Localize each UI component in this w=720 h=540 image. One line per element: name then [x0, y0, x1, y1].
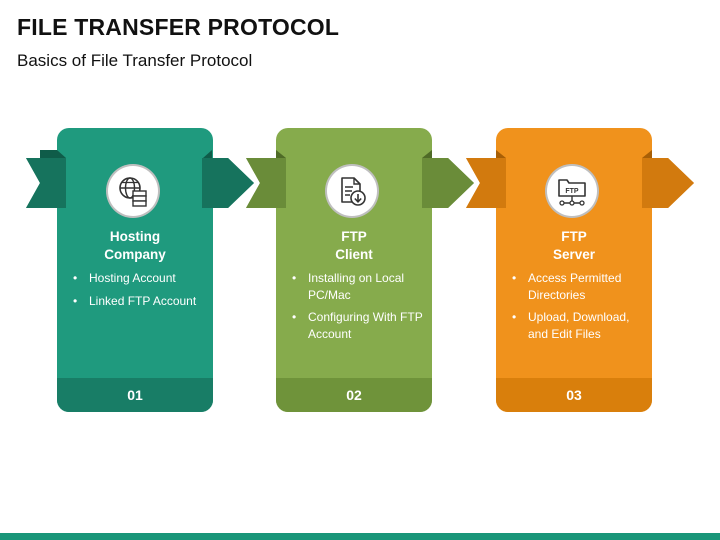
step-number: 03: [496, 378, 652, 412]
step-title-line2: Client: [335, 247, 373, 262]
step-title-line2: Server: [552, 247, 596, 262]
bullet-item: Hosting Account: [73, 270, 213, 287]
step-bullet-list: Installing on Local PC/Mac Configuring W…: [276, 270, 432, 348]
step-title-line1: FTP: [561, 229, 587, 244]
step-title: FTP Client: [276, 228, 432, 264]
bullet-item: Upload, Download, and Edit Files: [512, 309, 652, 342]
bottom-accent-bar: [0, 533, 720, 540]
bullet-item: Linked FTP Account: [73, 293, 213, 310]
step-card-3: FTP FTP Server Access Permitted Director…: [496, 128, 652, 412]
step-title: Hosting Company: [57, 228, 213, 264]
step-bullet-list: Hosting Account Linked FTP Account: [57, 270, 213, 315]
step-card-2: FTP Client Installing on Local PC/Mac Co…: [276, 128, 432, 412]
step-title-line1: Hosting: [109, 229, 161, 244]
step-number: 01: [57, 378, 213, 412]
step-title-line1: FTP: [341, 229, 367, 244]
step-card-1: Hosting Company Hosting Account Linked F…: [57, 128, 213, 412]
step-title-line2: Company: [104, 247, 166, 262]
page-subtitle: Basics of File Transfer Protocol: [17, 51, 253, 70]
page-title: FILE TRANSFER PROTOCOL: [17, 14, 340, 40]
ftp-folder-network-icon: FTP: [545, 164, 599, 218]
document-download-icon: [325, 164, 379, 218]
bullet-item: Installing on Local PC/Mac: [292, 270, 432, 303]
step-title: FTP Server: [496, 228, 652, 264]
bullet-item: Configuring With FTP Account: [292, 309, 432, 342]
bullet-item: Access Permitted Directories: [512, 270, 652, 303]
step-bullet-list: Access Permitted Directories Upload, Dow…: [496, 270, 652, 348]
ribbon-fold-1: [40, 150, 58, 158]
globe-server-icon: [106, 164, 160, 218]
step-number: 02: [276, 378, 432, 412]
ftp-icon-label: FTP: [565, 188, 579, 195]
